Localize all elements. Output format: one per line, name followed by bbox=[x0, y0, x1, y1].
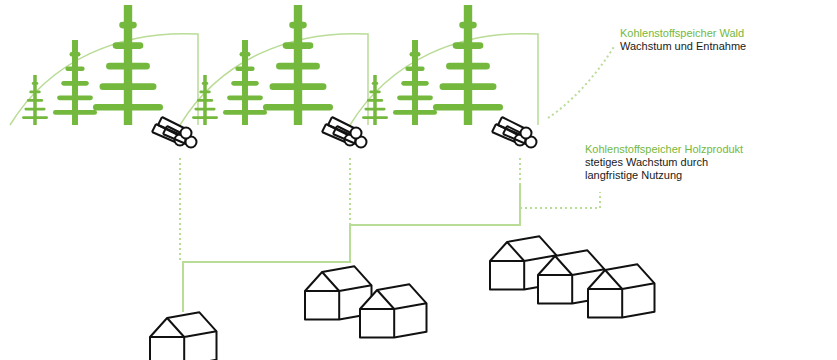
tree bbox=[223, 40, 267, 125]
leader-line bbox=[519, 158, 521, 185]
tree-branch bbox=[231, 81, 259, 86]
tree bbox=[192, 75, 218, 125]
tree-branch bbox=[240, 52, 251, 57]
house-edges bbox=[150, 318, 217, 360]
tree-branch bbox=[362, 116, 388, 119]
tree-branch bbox=[61, 81, 89, 86]
log-pile bbox=[492, 117, 537, 148]
wiring bbox=[180, 45, 615, 312]
tree-branch bbox=[27, 99, 43, 102]
note-label: Wachstum und Entnahme bbox=[620, 40, 830, 53]
tree-branch bbox=[393, 110, 437, 115]
house-edges bbox=[588, 270, 655, 318]
tree-branch bbox=[227, 96, 263, 101]
tree-branch bbox=[276, 63, 320, 70]
tree-branch bbox=[197, 99, 213, 102]
tree-branch bbox=[24, 108, 45, 111]
log-face bbox=[181, 128, 192, 139]
tree-branch bbox=[235, 66, 254, 71]
log-end bbox=[492, 124, 496, 132]
log-end bbox=[328, 117, 332, 125]
tree bbox=[362, 75, 388, 125]
tree-group bbox=[10, 5, 198, 125]
house bbox=[588, 264, 655, 317]
tree-branch bbox=[369, 91, 380, 94]
leader-line bbox=[548, 45, 615, 118]
tree-branch bbox=[22, 116, 48, 119]
tree bbox=[22, 75, 48, 125]
tree-branch bbox=[53, 110, 97, 115]
log-piles bbox=[152, 117, 537, 148]
tree-branch bbox=[364, 108, 385, 111]
house-outline bbox=[588, 264, 655, 317]
tree-branch bbox=[100, 83, 157, 90]
tree-branch bbox=[446, 63, 490, 70]
tree-group bbox=[180, 5, 368, 125]
log-end bbox=[498, 117, 502, 125]
forest bbox=[10, 5, 538, 125]
leader-line bbox=[179, 158, 181, 262]
house-edges bbox=[360, 290, 427, 338]
heading-label: Kohlenstoffspeicher Wald bbox=[620, 27, 830, 40]
heading-label: Kohlenstoffspeicher Holzprodukt bbox=[585, 143, 835, 156]
house bbox=[150, 312, 217, 360]
tree bbox=[263, 5, 333, 125]
house-outline bbox=[150, 312, 217, 360]
log-end bbox=[152, 124, 156, 132]
tree bbox=[433, 5, 503, 125]
tree-branch bbox=[70, 52, 81, 57]
tree-branch bbox=[270, 83, 327, 90]
tree-branch bbox=[32, 82, 39, 85]
tree-branch bbox=[65, 66, 84, 71]
house-outline bbox=[360, 284, 427, 337]
tree-branch bbox=[401, 81, 429, 86]
tree-branch bbox=[113, 42, 144, 49]
tree-branch bbox=[192, 116, 218, 119]
growth-arc bbox=[10, 34, 198, 125]
houses bbox=[150, 236, 655, 360]
tree bbox=[53, 40, 97, 125]
tree-group bbox=[350, 5, 538, 125]
log-end bbox=[322, 124, 326, 132]
tree-branch bbox=[57, 96, 93, 101]
log-pile bbox=[322, 117, 367, 148]
tree-branch bbox=[372, 82, 379, 85]
tree-branch bbox=[289, 22, 307, 29]
tree-branch bbox=[29, 91, 40, 94]
tree-branch bbox=[119, 22, 137, 29]
log-pile bbox=[152, 117, 197, 148]
growth-arc bbox=[350, 34, 538, 125]
tree-branch bbox=[194, 108, 215, 111]
tree-branch bbox=[223, 110, 267, 115]
leader-line bbox=[520, 192, 600, 208]
log-end bbox=[158, 117, 162, 125]
tree-branch bbox=[453, 42, 484, 49]
tree-branch bbox=[405, 66, 424, 71]
leader-line bbox=[349, 158, 351, 225]
tree-branch bbox=[106, 63, 150, 70]
tree bbox=[93, 5, 163, 125]
tree bbox=[393, 40, 437, 125]
log-face bbox=[351, 128, 362, 139]
tree-branch bbox=[202, 82, 209, 85]
growth-arc bbox=[180, 34, 368, 125]
tree-branch bbox=[199, 91, 210, 94]
tree-branch bbox=[93, 104, 163, 111]
tree-branch bbox=[410, 52, 421, 57]
tree-branch bbox=[397, 96, 433, 101]
tree-branch bbox=[263, 104, 333, 111]
note-label: stetiges Wachstum durch langfristige Nut… bbox=[585, 156, 735, 182]
tree-branch bbox=[367, 99, 383, 102]
log-face bbox=[521, 128, 532, 139]
tree-branch bbox=[459, 22, 477, 29]
tree-branch bbox=[283, 42, 314, 49]
tree-branch bbox=[440, 83, 497, 90]
tree-branch bbox=[433, 104, 503, 111]
house bbox=[360, 284, 427, 337]
